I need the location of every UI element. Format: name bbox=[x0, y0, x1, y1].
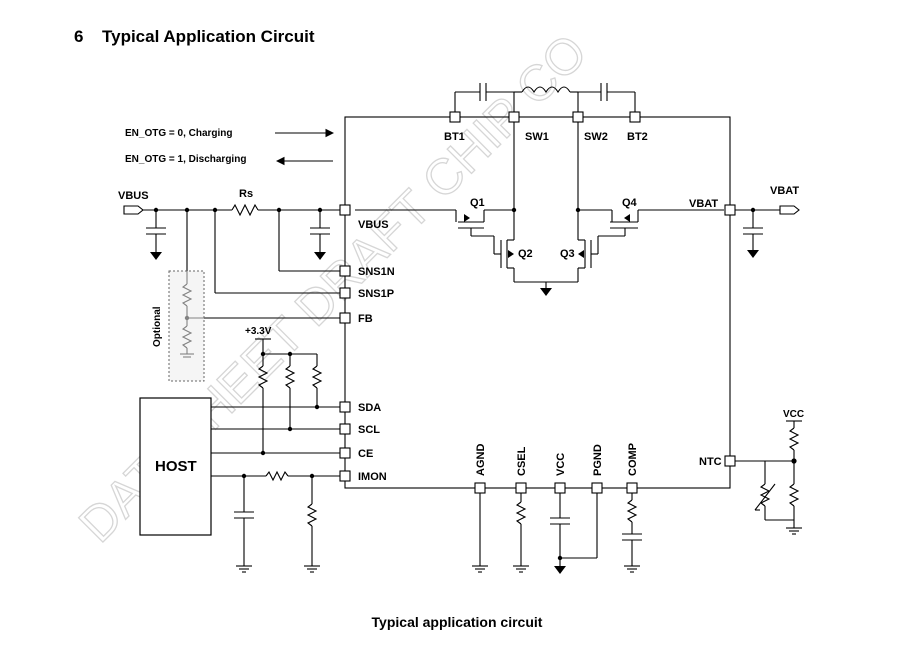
pin-sda bbox=[339, 401, 351, 413]
label-agnd: AGND bbox=[475, 444, 487, 476]
pin-ntc bbox=[724, 455, 736, 467]
label-sw1: SW1 bbox=[525, 131, 549, 143]
pin-sns1p bbox=[339, 287, 351, 299]
inductor-symbol bbox=[521, 86, 571, 94]
label-q2: Q2 bbox=[518, 248, 533, 260]
otg-discharging-note: EN_OTG = 1, Discharging bbox=[125, 154, 246, 165]
label-optional: Optional bbox=[152, 306, 163, 347]
imon-network bbox=[211, 470, 340, 573]
pin-fb bbox=[339, 312, 351, 324]
pin-vbat bbox=[724, 204, 736, 216]
label-rs: Rs bbox=[239, 188, 253, 200]
pin-bt1 bbox=[449, 111, 461, 123]
label-imon: IMON bbox=[358, 471, 387, 483]
label-3v3: +3.3V bbox=[245, 326, 272, 337]
label-scl: SCL bbox=[358, 424, 380, 436]
label-csel: CSEL bbox=[516, 446, 528, 476]
pin-pgnd bbox=[591, 482, 603, 494]
pin-comp bbox=[626, 482, 638, 494]
label-q4: Q4 bbox=[622, 197, 638, 209]
label-vbat-output: VBAT bbox=[770, 185, 799, 197]
label-fb: FB bbox=[358, 313, 373, 325]
pin-ce bbox=[339, 447, 351, 459]
figure-caption: Typical application circuit bbox=[371, 614, 543, 630]
section-title: Typical Application Circuit bbox=[102, 27, 315, 46]
pin-scl bbox=[339, 423, 351, 435]
section-number: 6 bbox=[74, 27, 84, 46]
label-host: HOST bbox=[155, 458, 197, 475]
pin-vcc bbox=[554, 482, 566, 494]
vbat-output-network bbox=[735, 205, 800, 258]
pin-vbus bbox=[339, 204, 351, 216]
pin-sw1 bbox=[508, 111, 520, 123]
label-vcc-external: VCC bbox=[783, 409, 804, 420]
ntc-network bbox=[735, 420, 802, 535]
label-q1: Q1 bbox=[470, 197, 485, 209]
label-bt2: BT2 bbox=[627, 131, 648, 143]
label-sns1n: SNS1N bbox=[358, 266, 395, 278]
label-comp: COMP bbox=[627, 443, 639, 476]
pullup-network bbox=[211, 338, 340, 456]
internal-power-stage bbox=[355, 122, 724, 296]
pin-csel bbox=[515, 482, 527, 494]
rs-resistor bbox=[231, 203, 259, 217]
bottom-pin-network bbox=[472, 493, 642, 574]
pin-agnd bbox=[474, 482, 486, 494]
label-bt1: BT1 bbox=[444, 131, 465, 143]
optional-divider-box bbox=[168, 270, 205, 382]
label-vcc-pin: VCC bbox=[555, 453, 567, 476]
label-pgnd: PGND bbox=[592, 444, 604, 476]
label-q3: Q3 bbox=[560, 248, 575, 260]
otg-charging-note: EN_OTG = 0, Charging bbox=[125, 128, 233, 139]
pin-sw2 bbox=[572, 111, 584, 123]
label-ce: CE bbox=[358, 448, 373, 460]
host-block bbox=[139, 397, 212, 536]
thermistor-symbol bbox=[759, 483, 771, 507]
label-sns1p: SNS1P bbox=[358, 288, 394, 300]
pin-bt2 bbox=[629, 111, 641, 123]
label-vbus-pin: VBUS bbox=[358, 219, 389, 231]
label-sw2: SW2 bbox=[584, 131, 608, 143]
label-ntc: NTC bbox=[699, 456, 722, 468]
label-sda: SDA bbox=[358, 402, 381, 414]
pin-sns1n bbox=[339, 265, 351, 277]
label-vbus-input: VBUS bbox=[118, 190, 149, 202]
pin-imon bbox=[339, 470, 351, 482]
ic-body bbox=[344, 116, 731, 489]
label-vbat-pin: VBAT bbox=[689, 198, 718, 210]
section-heading: 6 Typical Application Circuit bbox=[74, 27, 315, 47]
